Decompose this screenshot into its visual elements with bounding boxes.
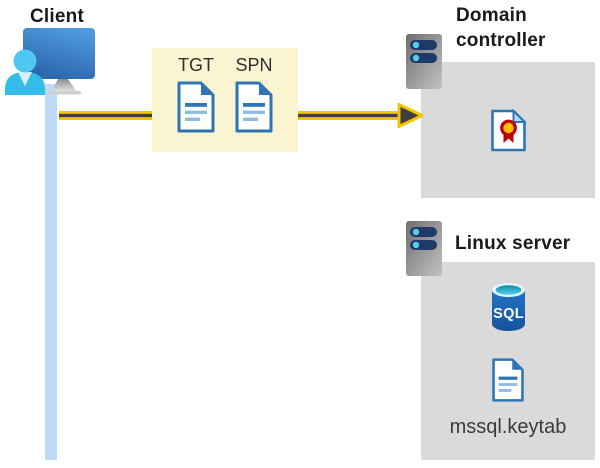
domain-controller-panel xyxy=(421,62,595,198)
spn-ticket: SPN xyxy=(234,55,274,152)
linux-server-title: Linux server xyxy=(455,233,571,254)
spn-document-icon xyxy=(234,81,274,133)
spn-label: SPN xyxy=(235,55,273,75)
client-title: Client xyxy=(30,6,84,27)
certificate-icon xyxy=(490,109,527,152)
sql-database-icon: SQL xyxy=(491,283,525,331)
tgt-label: TGT xyxy=(178,55,214,75)
linux-server-icon xyxy=(405,220,443,277)
tgt-ticket: TGT xyxy=(176,55,216,152)
sql-icon-label: SQL xyxy=(493,306,524,322)
client-connection-line xyxy=(45,84,57,460)
tgt-document-icon xyxy=(176,81,216,133)
linux-server-panel: SQL mssql.keytab xyxy=(421,262,595,460)
keytab-filename: mssql.keytab xyxy=(449,416,567,438)
ticket-box: TGT SPN xyxy=(152,48,298,152)
monitor-user-icon xyxy=(5,28,95,95)
keytab-document-icon xyxy=(491,357,525,403)
domain-controller-title: Domain controller xyxy=(456,5,546,51)
domain-controller-server-icon xyxy=(405,33,443,90)
